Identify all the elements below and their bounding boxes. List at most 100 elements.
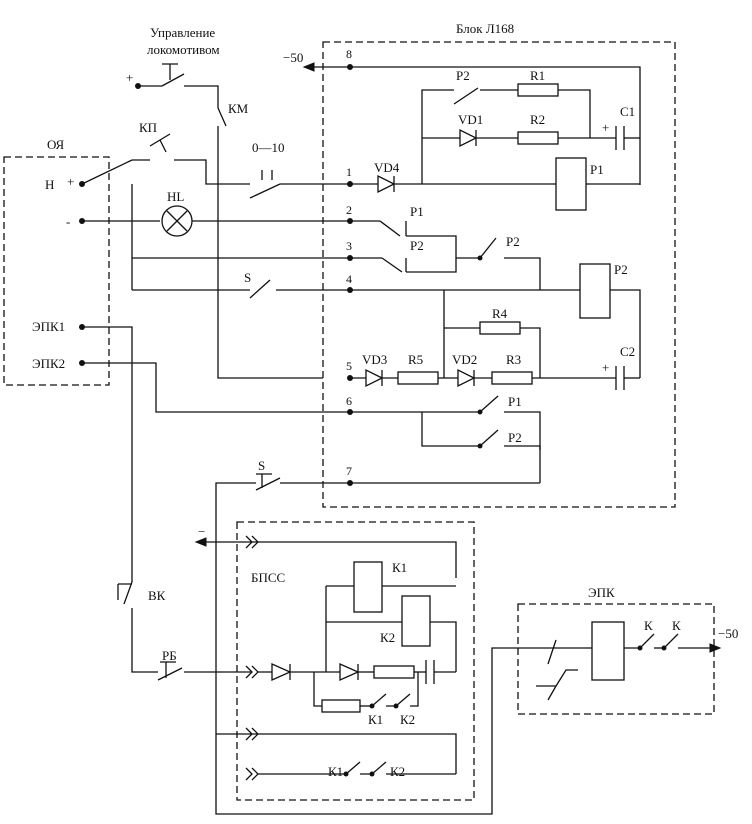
position-label: 0—10 bbox=[252, 140, 285, 155]
wire-bpss-k-out bbox=[386, 672, 419, 707]
wire-kp-out bbox=[174, 159, 250, 185]
coil-p2 bbox=[579, 263, 611, 319]
wire-p2-line6-in bbox=[421, 412, 480, 447]
capacitor-bpss bbox=[425, 660, 435, 684]
wire-p2-line6-out bbox=[504, 445, 541, 483]
chevron-bpss-1 bbox=[245, 535, 259, 549]
terminal-3-label: 3 bbox=[346, 239, 352, 253]
coil-p1 bbox=[555, 157, 587, 211]
pushbutton-top bbox=[161, 63, 185, 87]
r3-label: R3 bbox=[506, 352, 521, 367]
block-epk-title: ЭПК bbox=[588, 585, 615, 600]
pushbutton-s7 bbox=[255, 473, 281, 491]
block-oya bbox=[3, 156, 110, 386]
kp-label: КП bbox=[139, 120, 157, 135]
wire-bpss-bottom-loop bbox=[216, 733, 457, 774]
arrow-minus50-epk bbox=[709, 643, 722, 653]
terminal-3-dot bbox=[347, 255, 353, 261]
contact-p2-right bbox=[479, 237, 497, 259]
wire-km-down bbox=[217, 136, 323, 379]
terminal-list: 8 1 2 3 4 5 6 7 bbox=[346, 47, 353, 486]
block-epk bbox=[517, 603, 715, 715]
r2-label: R2 bbox=[530, 112, 545, 127]
km-contact bbox=[217, 107, 227, 136]
terminal-2-dot bbox=[347, 218, 353, 224]
terminal-6-label: 6 bbox=[346, 394, 352, 408]
contact-p2-line6 bbox=[479, 429, 499, 447]
wire-vd4-up bbox=[421, 89, 454, 184]
block-l168 bbox=[322, 41, 676, 508]
wire-r1-out bbox=[558, 89, 591, 138]
resistor-bpss-1 bbox=[373, 665, 415, 679]
pushbutton-vk bbox=[117, 581, 133, 605]
p2-coil-label: P2 bbox=[614, 262, 628, 277]
wire-vk-down bbox=[131, 608, 158, 673]
diode-vd4 bbox=[377, 174, 396, 194]
kp-pushbutton bbox=[149, 133, 171, 153]
block-l168-title: Блок Л168 bbox=[456, 21, 514, 36]
terminal-8-dot bbox=[347, 64, 353, 70]
k1-coil-label: К1 bbox=[392, 560, 407, 575]
wire-bpss-lower bbox=[313, 672, 322, 707]
terminal-plus-label: + bbox=[67, 174, 74, 189]
resistor-r4 bbox=[479, 321, 521, 335]
p1-coil-label: P1 bbox=[590, 162, 604, 177]
contact-p2-mid bbox=[381, 257, 407, 273]
diode-bpss-2 bbox=[339, 662, 360, 682]
wire-r4-right bbox=[520, 327, 541, 378]
contact-p2-line6-dot bbox=[477, 443, 483, 449]
wire-r4-left bbox=[443, 290, 480, 378]
switch-0-10 bbox=[249, 170, 281, 199]
k-a-label: К bbox=[644, 618, 653, 633]
diode-bpss-1 bbox=[271, 662, 292, 682]
block-bpss bbox=[236, 521, 475, 801]
wire-top-right bbox=[184, 85, 219, 108]
wire-p1-contact-out bbox=[406, 235, 457, 258]
p1-contact-label: P1 bbox=[410, 204, 424, 219]
contact-k-a-dot bbox=[637, 645, 643, 651]
contact-k-b-dot bbox=[661, 645, 667, 651]
contact-k1-bottom bbox=[345, 761, 387, 775]
wire-p2-mid-out bbox=[406, 257, 480, 273]
loco-control-label: Управление bbox=[150, 25, 215, 40]
wire-n-to-kp bbox=[81, 159, 150, 185]
terminal-4-label: 4 bbox=[346, 272, 352, 286]
wire-epk1-down bbox=[82, 326, 133, 582]
k-b-label: К bbox=[672, 618, 681, 633]
wire-s7-down bbox=[215, 482, 256, 800]
terminal-4-dot bbox=[347, 287, 353, 293]
contact-p1-line6-dot bbox=[477, 409, 483, 415]
contact-epk-1 bbox=[540, 639, 557, 665]
r1-label: R1 bbox=[530, 68, 545, 83]
resistor-bpss-2 bbox=[321, 699, 361, 713]
vd2-label: VD2 bbox=[452, 352, 477, 367]
pushbutton-rb bbox=[157, 661, 183, 681]
p2-right-label: P2 bbox=[506, 234, 520, 249]
contact-k1-bottom-dot bbox=[343, 771, 349, 777]
coil-epk bbox=[591, 621, 625, 681]
vd3-label: VD3 bbox=[362, 352, 387, 367]
resistor-r5 bbox=[397, 371, 439, 385]
k2-bottom-label: К2 bbox=[390, 764, 405, 779]
contact-p2-right-dot bbox=[477, 255, 483, 261]
k2-contact-label: К2 bbox=[400, 712, 415, 727]
k1-contact-label: К1 bbox=[368, 712, 383, 727]
contact-k-a bbox=[639, 633, 655, 649]
vk-label: ВК bbox=[148, 588, 166, 603]
vd4-label: VD4 bbox=[374, 160, 400, 175]
wire-terminal8 bbox=[312, 66, 641, 185]
terminal-minus-label: - bbox=[66, 214, 70, 229]
wire-k2-coil bbox=[326, 621, 457, 672]
terminal-1-dot bbox=[347, 181, 353, 187]
p1-line6-label: P1 bbox=[508, 394, 522, 409]
contact-p1-line6 bbox=[479, 395, 499, 413]
terminal-5-label: 5 bbox=[346, 359, 352, 373]
block-bpss-title: БПСС bbox=[251, 570, 285, 585]
minus50-top-label: −50 bbox=[283, 50, 303, 65]
s7-label: S bbox=[258, 458, 265, 473]
wire-bottom-to-epk bbox=[215, 647, 540, 815]
contact-epk-2 bbox=[536, 669, 578, 701]
contact-k1-bpss-dot bbox=[369, 703, 375, 709]
p2-line6-label: P2 bbox=[508, 430, 522, 445]
